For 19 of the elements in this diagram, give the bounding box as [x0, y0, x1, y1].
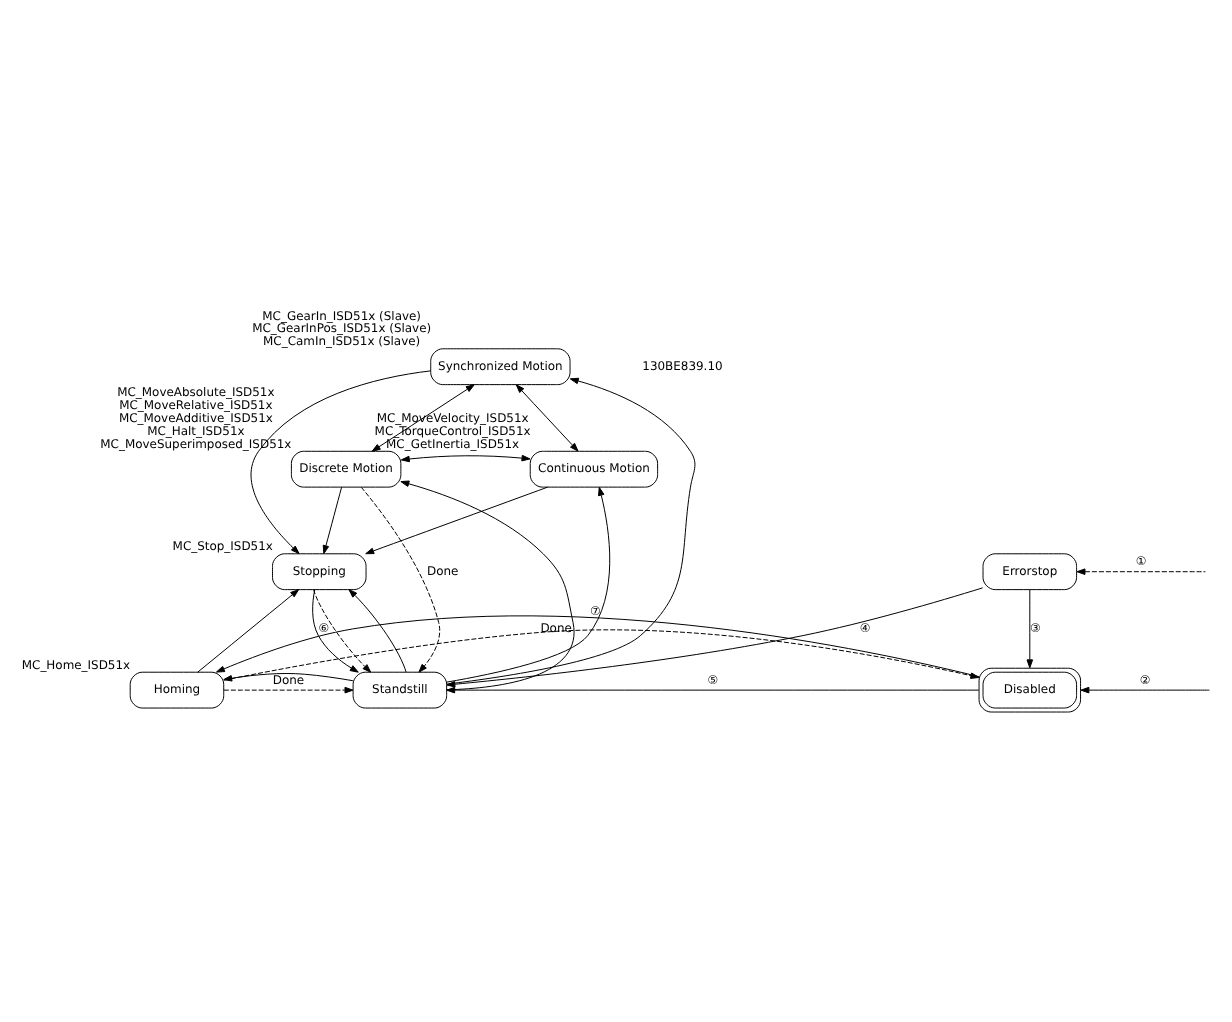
- arrow: [360, 486, 441, 673]
- arrow: [515, 384, 579, 452]
- arrow: [446, 686, 980, 694]
- arrow: [400, 480, 575, 691]
- arrow: [313, 589, 372, 673]
- arrow: [223, 673, 354, 682]
- arrow: [1026, 589, 1034, 669]
- arrow: [348, 589, 407, 673]
- arrow: [312, 589, 359, 673]
- arrow: [400, 454, 531, 463]
- arrow: [1076, 568, 1206, 575]
- arrow: [223, 686, 354, 694]
- arrow: [197, 589, 300, 673]
- arrow: [250, 370, 431, 555]
- arrow: [446, 486, 611, 683]
- arrow: [365, 486, 549, 555]
- arrow: [446, 377, 696, 685]
- arrow: [1080, 686, 1210, 694]
- arrow: [322, 486, 343, 555]
